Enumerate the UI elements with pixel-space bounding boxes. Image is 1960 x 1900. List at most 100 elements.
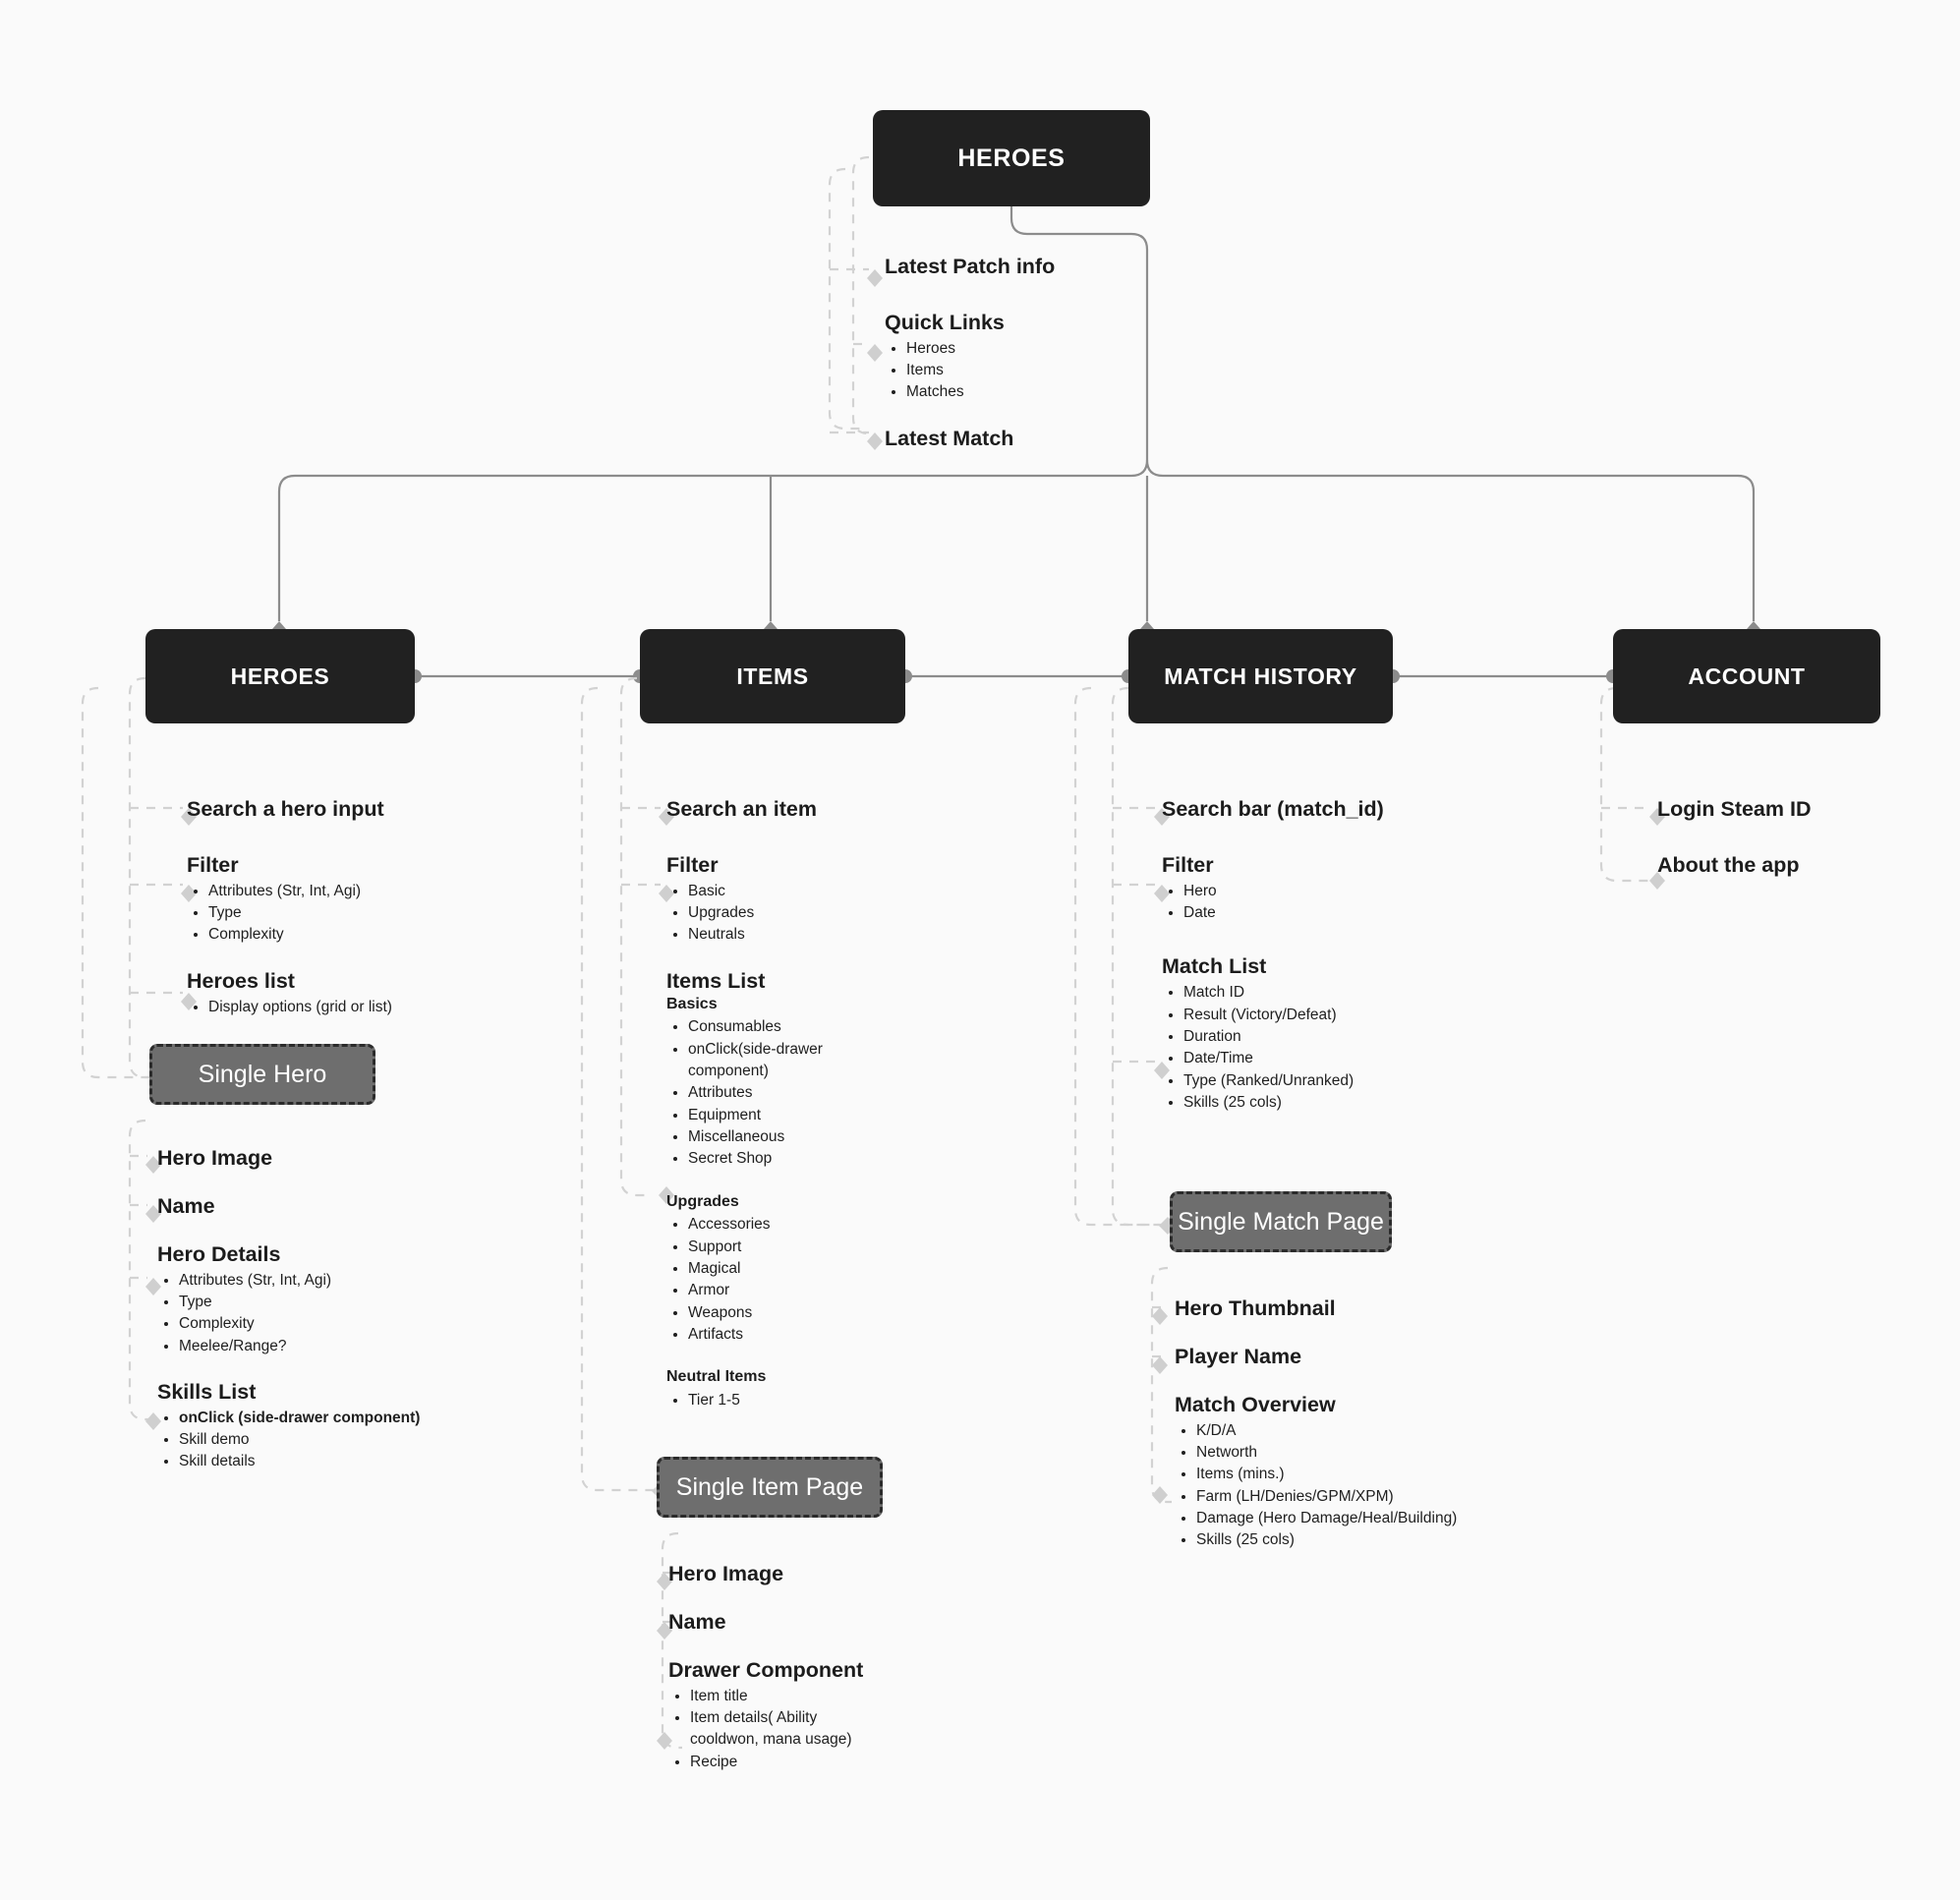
list-item: Secret Shop (688, 1148, 981, 1170)
node-heroes-label: HEROES (230, 662, 330, 689)
list-item: Tier 1-5 (688, 1390, 981, 1411)
list-item: Equipment (688, 1105, 981, 1126)
account-section-title-0: Login Steam ID (1657, 797, 1812, 821)
list-item: Attributes (688, 1082, 981, 1104)
list-item: Date/Time (1183, 1048, 1516, 1069)
node-root-heroes-label: HEROES (957, 144, 1066, 172)
account-section-title-1: About the app (1657, 852, 1800, 877)
list-item: Heroes (906, 338, 1180, 360)
subnode-single-item-page-label: Single Item Page (675, 1472, 864, 1501)
list-item: onClick(side-drawer component) (688, 1039, 860, 1083)
list-item: Duration (1183, 1026, 1516, 1048)
subnode-single-match-page-label: Single Match Page (1178, 1207, 1384, 1236)
heroes-section-list-1: Attributes (Str, Int, Agi) Type Complexi… (208, 881, 511, 947)
list-item: Attributes (Str, Int, Agi) (208, 881, 511, 902)
match-section-list-2: Match ID Result (Victory/Defeat) Duratio… (1183, 982, 1516, 1114)
list-item: Skills (25 cols) (1196, 1529, 1568, 1551)
account-branch-content: Login Steam ID About the app (1657, 796, 1960, 879)
list-item: Type (179, 1292, 482, 1313)
list-item: Skill demo (179, 1429, 482, 1451)
single-match-section-title-2: Match Overview (1175, 1392, 1336, 1416)
list-item: Matches (906, 381, 1180, 403)
list-item: onClick (side-drawer component) (179, 1408, 482, 1429)
list-item: Basic (688, 881, 981, 902)
list-item: Consumables (688, 1016, 981, 1038)
list-item: Networth (1196, 1442, 1568, 1464)
node-match-history-label: MATCH HISTORY (1164, 662, 1357, 689)
heroes-section-title-1: Filter (187, 852, 239, 877)
single-hero-section-title-3: Skills List (157, 1379, 257, 1404)
list-item: Hero (1183, 881, 1516, 902)
root-section-title-1: Quick Links (885, 310, 1005, 334)
single-hero-content: Hero Image Name Hero Details Attributes … (157, 1145, 482, 1473)
list-item: Complexity (179, 1313, 482, 1335)
heroes-section-title-0: Search a hero input (187, 797, 384, 821)
list-item: Result (Victory/Defeat) (1183, 1005, 1516, 1026)
single-item-section-title-1: Name (668, 1609, 726, 1634)
single-hero-section-title-2: Hero Details (157, 1241, 281, 1266)
single-item-section-title-2: Drawer Component (668, 1657, 864, 1682)
node-root-heroes[interactable]: HEROES (873, 110, 1150, 206)
node-account[interactable]: ACCOUNT (1613, 629, 1880, 723)
list-item: Type (208, 902, 511, 924)
node-items[interactable]: ITEMS (640, 629, 905, 723)
single-match-section-list-2: K/D/A Networth Items (mins.) Farm (LH/De… (1196, 1420, 1568, 1552)
items-branch-content: Search an item Filter Basic Upgrades Neu… (666, 796, 981, 1411)
single-hero-section-list-3: onClick (side-drawer component) Skill de… (179, 1408, 482, 1473)
root-branch-content: Latest Patch info Quick Links Heroes Ite… (885, 254, 1180, 452)
list-item: Date (1183, 902, 1516, 924)
items-section-title-2: Items List (666, 968, 766, 993)
list-item: Accessories (688, 1214, 981, 1236)
list-item: Armor (688, 1280, 981, 1301)
match-history-branch-content: Search bar (match_id) Filter Hero Date M… (1162, 796, 1516, 1114)
root-section-list-1: Heroes Items Matches (906, 338, 1180, 404)
subnode-single-hero[interactable]: Single Hero (149, 1044, 375, 1105)
list-item: Support (688, 1237, 981, 1258)
node-account-label: ACCOUNT (1688, 662, 1806, 689)
items-group-list-1: Accessories Support Magical Armor Weapon… (688, 1214, 981, 1346)
single-match-page-content: Hero Thumbnail Player Name Match Overvie… (1175, 1295, 1568, 1552)
list-item: Items (mins.) (1196, 1464, 1568, 1485)
list-item: Weapons (688, 1302, 981, 1324)
list-item: Miscellaneous (688, 1126, 981, 1148)
node-items-label: ITEMS (736, 662, 809, 689)
list-item: Skills (25 cols) (1183, 1092, 1516, 1114)
list-item: K/D/A (1196, 1420, 1568, 1442)
subnode-single-item-page[interactable]: Single Item Page (657, 1457, 883, 1518)
subnode-single-hero-label: Single Hero (198, 1060, 327, 1088)
single-item-section-title-0: Hero Image (668, 1562, 784, 1585)
match-section-title-1: Filter (1162, 852, 1214, 877)
match-section-title-2: Match List (1162, 954, 1267, 979)
single-item-page-content: Hero Image Name Drawer Component Item ti… (668, 1561, 993, 1773)
list-item: Recipe (690, 1752, 993, 1773)
node-match-history[interactable]: MATCH HISTORY (1128, 629, 1393, 723)
match-section-title-0: Search bar (match_id) (1162, 797, 1384, 821)
heroes-section-title-2: Heroes list (187, 968, 295, 993)
list-item: Magical (688, 1258, 981, 1280)
items-section-list-1: Basic Upgrades Neutrals (688, 881, 981, 947)
list-item: Complexity (208, 924, 511, 946)
single-item-section-list-2: Item title Item details( Ability cooldwo… (690, 1686, 993, 1773)
node-heroes[interactable]: HEROES (145, 629, 415, 723)
single-match-section-title-1: Player Name (1175, 1344, 1302, 1368)
items-group-title-0: Basics (666, 995, 718, 1012)
list-item: Item details( Ability cooldwon, mana usa… (690, 1707, 862, 1752)
single-match-section-title-0: Hero Thumbnail (1175, 1296, 1336, 1320)
root-section-title-0: Latest Patch info (885, 255, 1056, 278)
items-group-list-2: Tier 1-5 (688, 1390, 981, 1411)
list-item: Meelee/Range? (179, 1336, 482, 1357)
list-item: Skill details (179, 1451, 482, 1472)
single-hero-section-title-1: Name (157, 1193, 215, 1218)
list-item: Display options (grid or list) (208, 997, 511, 1018)
heroes-branch-content: Search a hero input Filter Attributes (S… (187, 796, 511, 1018)
subnode-single-match-page[interactable]: Single Match Page (1170, 1191, 1392, 1252)
list-item: Items (906, 360, 1180, 381)
single-hero-section-list-2: Attributes (Str, Int, Agi) Type Complexi… (179, 1270, 482, 1357)
list-item: Damage (Hero Damage/Heal/Building) (1196, 1508, 1568, 1529)
heroes-section-list-2: Display options (grid or list) (208, 997, 511, 1018)
single-hero-section-title-0: Hero Image (157, 1146, 273, 1170)
list-item: Attributes (Str, Int, Agi) (179, 1270, 482, 1292)
match-section-list-1: Hero Date (1183, 881, 1516, 925)
items-group-title-1: Upgrades (666, 1192, 739, 1210)
